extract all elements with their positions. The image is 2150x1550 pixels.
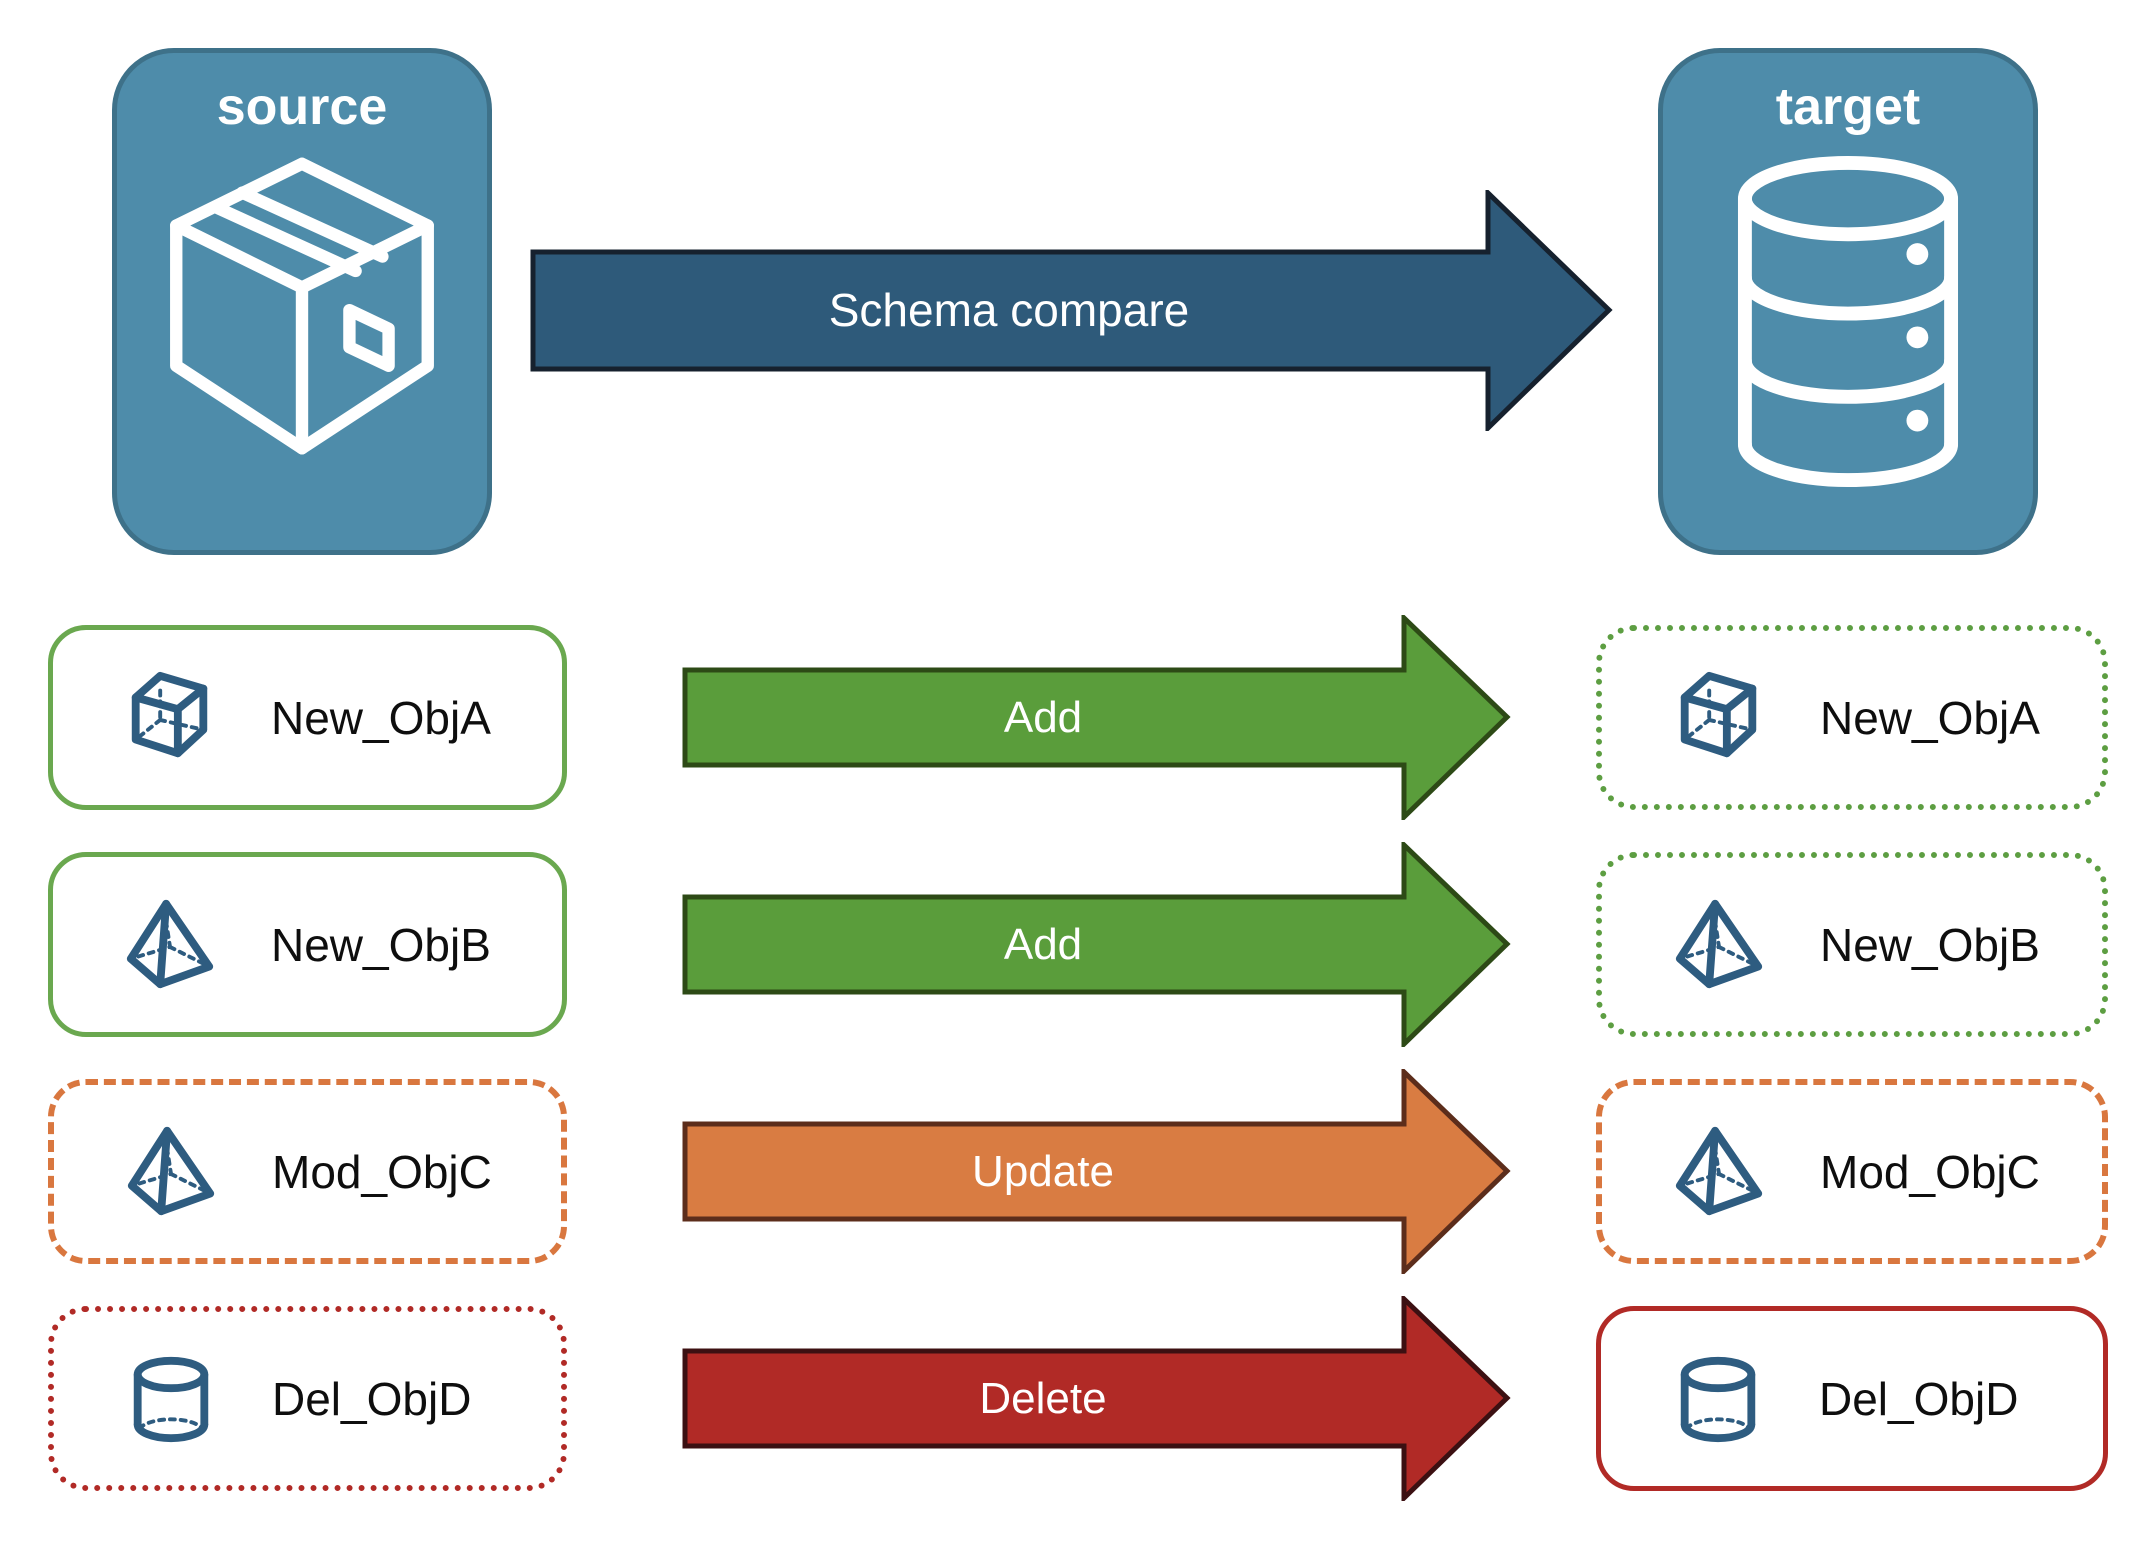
cube-icon	[1670, 669, 1768, 767]
cube-icon	[121, 669, 219, 767]
object-name: Del_ObjD	[1819, 1372, 2019, 1425]
package-icon	[168, 151, 436, 461]
cylinder-icon	[122, 1350, 220, 1448]
source-object-card: New_ObjB	[48, 852, 567, 1037]
pyramid-icon	[1670, 896, 1768, 994]
target-object-card: New_ObjA	[1596, 625, 2108, 810]
source-object-card: Mod_ObjC	[48, 1079, 567, 1264]
add-arrow	[682, 615, 1511, 820]
target-node: target	[1658, 48, 2038, 555]
object-name: Mod_ObjC	[272, 1145, 492, 1198]
object-name: New_ObjA	[1820, 691, 2040, 744]
target-object-card: Del_ObjD	[1596, 1306, 2108, 1491]
target-title: target	[1775, 78, 1921, 136]
object-name: New_ObjB	[271, 918, 491, 971]
source-object-card: Del_ObjD	[48, 1306, 567, 1491]
object-name: New_ObjA	[271, 691, 491, 744]
delete-arrow	[682, 1296, 1511, 1501]
object-name: New_ObjB	[1820, 918, 2040, 971]
diff-row-mod-objc: Mod_ObjC Update Mod_ObjC	[0, 1069, 2150, 1274]
source-object-card: New_ObjA	[48, 625, 567, 810]
object-name: Mod_ObjC	[1820, 1145, 2040, 1198]
update-arrow	[682, 1069, 1511, 1274]
add-arrow	[682, 842, 1511, 1047]
pyramid-icon	[121, 896, 219, 994]
diff-row-new-objb: New_ObjB Add New_ObjB	[0, 842, 2150, 1047]
pyramid-icon	[1670, 1123, 1768, 1221]
source-node: source	[112, 48, 492, 555]
cylinder-icon	[1669, 1350, 1767, 1448]
target-object-card: New_ObjB	[1596, 852, 2108, 1037]
diff-row-new-obja: New_ObjA Add New_ObjA	[0, 615, 2150, 820]
pyramid-icon	[122, 1123, 220, 1221]
source-title: source	[216, 78, 388, 136]
schema-compare-arrow	[530, 190, 1613, 431]
database-icon	[1729, 151, 1967, 488]
target-object-card: Mod_ObjC	[1596, 1079, 2108, 1264]
diff-row-del-objd: Del_ObjD Delete Del_ObjD	[0, 1296, 2150, 1501]
object-name: Del_ObjD	[272, 1372, 472, 1425]
